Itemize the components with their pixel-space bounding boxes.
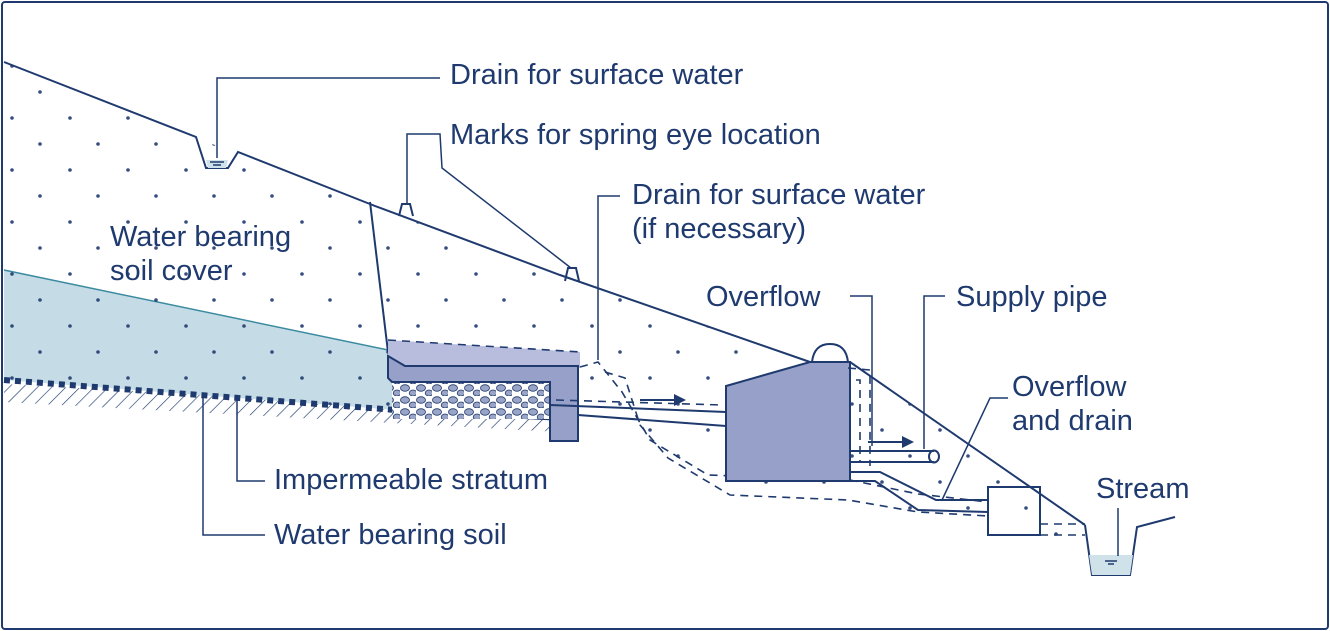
label-overflow-drain-2: and drain xyxy=(1012,405,1133,437)
ground-surface xyxy=(3,61,811,363)
label-spring-marks: Marks for spring eye location xyxy=(450,119,821,151)
label-water-soil: Water bearing soil xyxy=(274,519,507,551)
surface-drain-water xyxy=(206,160,228,168)
outlet-box xyxy=(987,486,1041,536)
leader-impermeable xyxy=(236,400,265,482)
leader-spring-1 xyxy=(406,133,438,204)
collection-wall xyxy=(387,354,579,442)
overflow-pipe xyxy=(850,471,988,501)
leader-drain-mid xyxy=(597,195,620,360)
gravel-pack xyxy=(392,381,550,419)
leader-drain-top xyxy=(216,77,440,158)
label-overflow: Overflow xyxy=(706,281,821,313)
leader-overflow-drain xyxy=(941,397,1008,501)
spring-mark-2 xyxy=(564,267,580,282)
label-water-cover-1: Water bearing xyxy=(110,221,291,253)
label-drain-surface-mid-2: (if necessary) xyxy=(632,213,806,245)
label-drain-surface-top: Drain for surface water xyxy=(450,59,744,91)
leader-overflow xyxy=(850,295,873,446)
excavation-wall xyxy=(369,201,389,353)
label-impermeable: Impermeable stratum xyxy=(274,464,548,496)
impermeable-stratum-hatch xyxy=(4,384,560,432)
ground-surface-lower xyxy=(849,361,1086,526)
drain-pipe xyxy=(850,480,989,513)
label-drain-surface-mid-1: Drain for surface water xyxy=(632,179,926,211)
leader-water-soil xyxy=(202,398,265,536)
label-overflow-drain-1: Overflow xyxy=(1012,371,1127,403)
stream-water xyxy=(1089,555,1133,575)
label-stream: Stream xyxy=(1096,473,1189,505)
clay-cap xyxy=(388,340,580,368)
pipe-lower xyxy=(577,414,727,427)
leader-supply xyxy=(923,295,945,449)
collection-chamber xyxy=(725,361,851,482)
label-water-cover-2: soil cover xyxy=(110,255,233,287)
label-supply-pipe: Supply pipe xyxy=(956,281,1108,313)
spring-mark-1 xyxy=(398,203,414,217)
chamber-cover xyxy=(810,342,850,363)
pipe-upper xyxy=(549,404,727,413)
leader-spring-2 xyxy=(438,133,572,269)
